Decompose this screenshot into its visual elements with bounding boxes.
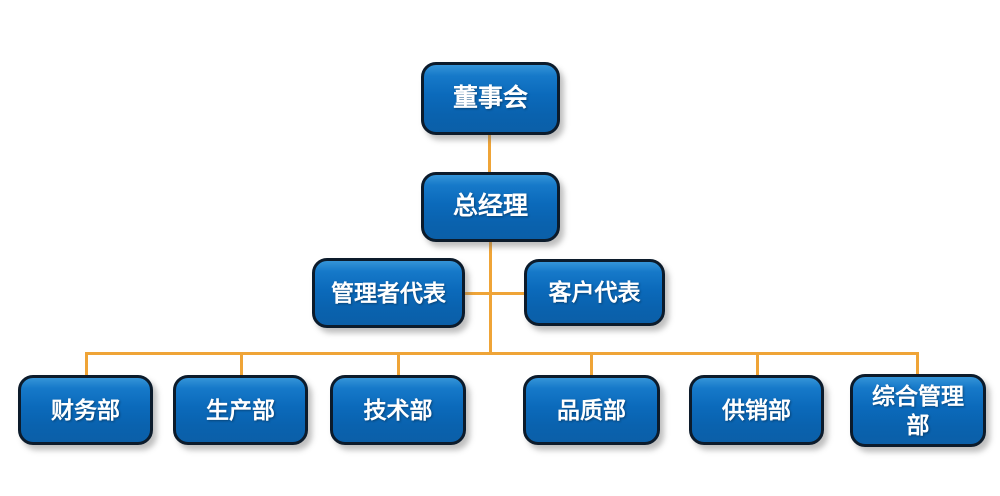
node-supply-sales-dept: 供销部 xyxy=(689,375,824,445)
node-production-dept: 生产部 xyxy=(173,375,308,445)
node-production-dept-label: 生产部 xyxy=(206,396,275,423)
node-customer-representative-label: 客户代表 xyxy=(548,279,641,306)
node-management-representative: 管理者代表 xyxy=(312,258,465,328)
connector-drop-production xyxy=(240,352,243,376)
connector-board-gm xyxy=(488,135,491,173)
node-board-of-directors: 董事会 xyxy=(421,62,560,135)
node-finance-dept-label: 财务部 xyxy=(51,396,120,423)
node-general-admin-dept: 综合管理部 xyxy=(850,374,986,447)
node-general-manager: 总经理 xyxy=(421,172,560,242)
connector-trunk-gm-bus xyxy=(489,242,492,355)
node-general-manager-label: 总经理 xyxy=(452,192,528,221)
connector-bus xyxy=(85,352,919,355)
node-finance-dept: 财务部 xyxy=(18,375,153,445)
node-quality-dept-label: 品质部 xyxy=(557,396,626,423)
connector-drop-general-admin xyxy=(916,352,919,376)
node-quality-dept: 品质部 xyxy=(523,375,660,445)
node-general-admin-dept-label: 综合管理部 xyxy=(872,382,964,438)
node-board-of-directors-label: 董事会 xyxy=(452,83,528,112)
node-customer-representative: 客户代表 xyxy=(524,259,665,326)
connector-drop-finance xyxy=(85,352,88,376)
node-technology-dept-label: 技术部 xyxy=(363,396,433,423)
node-supply-sales-dept-label: 供销部 xyxy=(722,396,791,423)
connector-drop-quality xyxy=(590,352,593,376)
node-technology-dept: 技术部 xyxy=(330,375,466,445)
connector-reps-crossbar xyxy=(465,292,525,295)
connector-drop-technology xyxy=(397,352,400,376)
connector-drop-supply-sales xyxy=(756,352,759,376)
node-management-representative-label: 管理者代表 xyxy=(331,279,446,306)
